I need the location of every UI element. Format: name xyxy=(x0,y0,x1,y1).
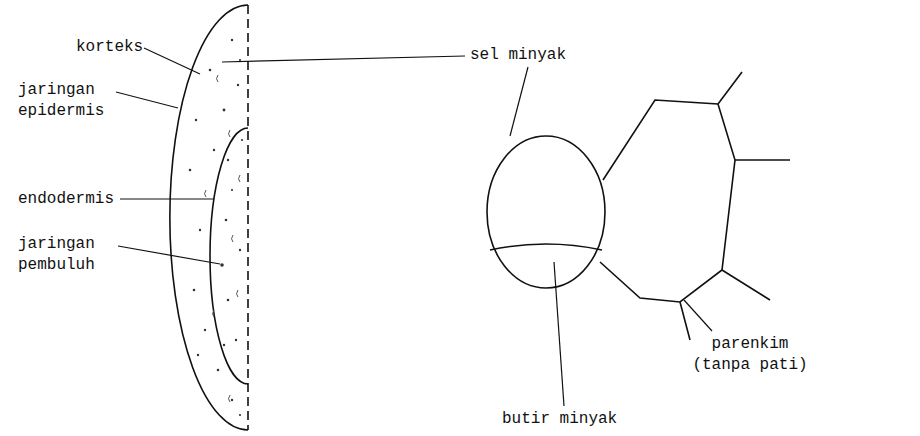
parenchyma-cell xyxy=(600,100,735,302)
cortex-dots xyxy=(189,39,243,416)
part-label: parenkim (tanpa pati) xyxy=(686,334,814,376)
part-label: jaringan pembuluh xyxy=(18,234,118,276)
cut-line xyxy=(247,5,249,430)
part-label: sel minyak xyxy=(470,45,566,66)
oil-cell-marks xyxy=(205,75,241,402)
part-label: jaringan epidermis xyxy=(18,80,118,122)
part-label: korteks xyxy=(76,37,143,58)
leader-lines xyxy=(116,48,712,406)
endodermis-arc xyxy=(210,128,248,384)
outer-epidermis-arc xyxy=(170,5,248,430)
parenchyma-walls xyxy=(680,72,790,340)
oil-droplet-line xyxy=(490,244,602,250)
part-label: endodermis xyxy=(18,189,114,210)
part-label: butir minyak xyxy=(502,409,617,430)
oil-cell xyxy=(487,136,605,288)
